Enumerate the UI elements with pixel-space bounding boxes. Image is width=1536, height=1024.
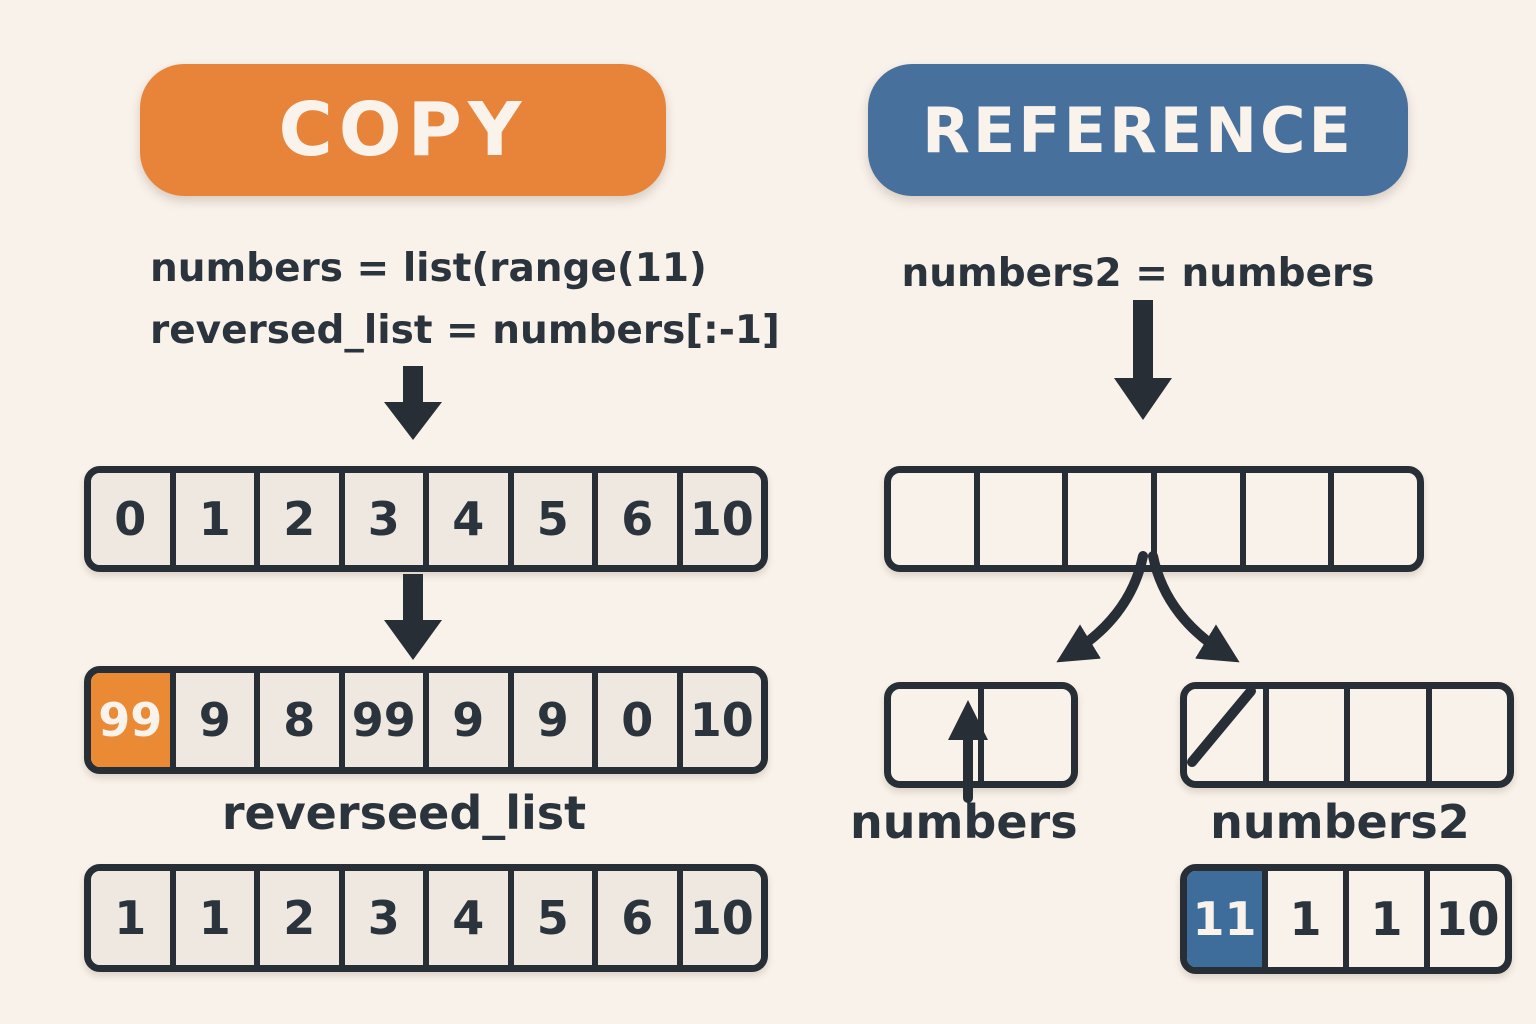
array-cell: 10 <box>682 473 761 565</box>
array-cell: 3 <box>344 473 429 565</box>
array-cell: 11 <box>1187 871 1268 967</box>
numbers2-label: numbers2 <box>1210 795 1470 849</box>
shared-list-array <box>884 466 1424 572</box>
array-cell <box>1334 473 1417 565</box>
array-cell: 99 <box>344 673 429 767</box>
array-cell: 0 <box>91 473 176 565</box>
array-cell <box>1187 689 1269 781</box>
array-cell <box>891 473 980 565</box>
reference-code-line: numbers2 = numbers <box>901 251 1375 296</box>
array-cell: 9 <box>513 673 598 767</box>
array-cell: 8 <box>260 673 345 767</box>
array-cell: 2 <box>260 871 345 965</box>
array-cell <box>1246 473 1335 565</box>
array-cell: 1 <box>1349 871 1430 967</box>
numbers-pointer-box <box>884 682 1078 788</box>
array-cell: 5 <box>513 871 598 965</box>
array-cell: 10 <box>1435 892 1500 946</box>
reference-badge-label: REFERENCE <box>922 93 1354 167</box>
array-cell: 9 <box>429 673 514 767</box>
array-cell <box>891 689 984 781</box>
array-cell: 6 <box>598 871 683 965</box>
array-cell: 1 <box>1268 871 1349 967</box>
array-cell <box>1269 689 1350 781</box>
array-cell <box>984 689 1071 781</box>
array-cell: 5 <box>513 473 598 565</box>
array-cell <box>1350 689 1432 781</box>
array-cell: 10 <box>682 673 761 767</box>
reversed-list-label: reverseed_list <box>221 786 587 840</box>
array-cell: 9 <box>175 673 260 767</box>
array-cell <box>1157 473 1246 565</box>
down-arrow-icon <box>384 574 442 660</box>
array-cell: 0 <box>598 673 683 767</box>
numbers2-pointer-box <box>1180 682 1514 788</box>
copy-code-line-1: numbers = list(range(11) <box>150 246 707 291</box>
array-cell: 3 <box>344 871 429 965</box>
array-cell: 99 <box>91 673 176 767</box>
copy-code-line-2: reversed_list = numbers[:-1] <box>150 308 780 353</box>
copy-badge-label: COPY <box>278 87 528 173</box>
copy-code-block: numbers = list(range(11) reversed_list =… <box>150 238 850 362</box>
array-cell: 4 <box>429 473 514 565</box>
down-arrow-icon <box>384 366 442 440</box>
reference-badge: REFERENCE <box>868 64 1408 196</box>
array-cell: 6 <box>598 473 683 565</box>
array-cell <box>980 473 1069 565</box>
array-cell: 1 <box>175 473 260 565</box>
reference-code-block: numbers2 = numbers <box>868 243 1408 305</box>
array-cell <box>1068 473 1158 565</box>
array-cell: 10 <box>682 871 761 965</box>
array-cell: 2 <box>260 473 345 565</box>
array-cell: 1 <box>175 871 260 965</box>
down-arrow-icon <box>1114 300 1172 420</box>
numbers-label: numbers <box>850 795 1078 849</box>
copy-badge: COPY <box>140 64 666 196</box>
array-cell: 4 <box>429 871 514 965</box>
array-cell <box>1432 689 1508 781</box>
array-cell: 1 <box>91 871 176 965</box>
